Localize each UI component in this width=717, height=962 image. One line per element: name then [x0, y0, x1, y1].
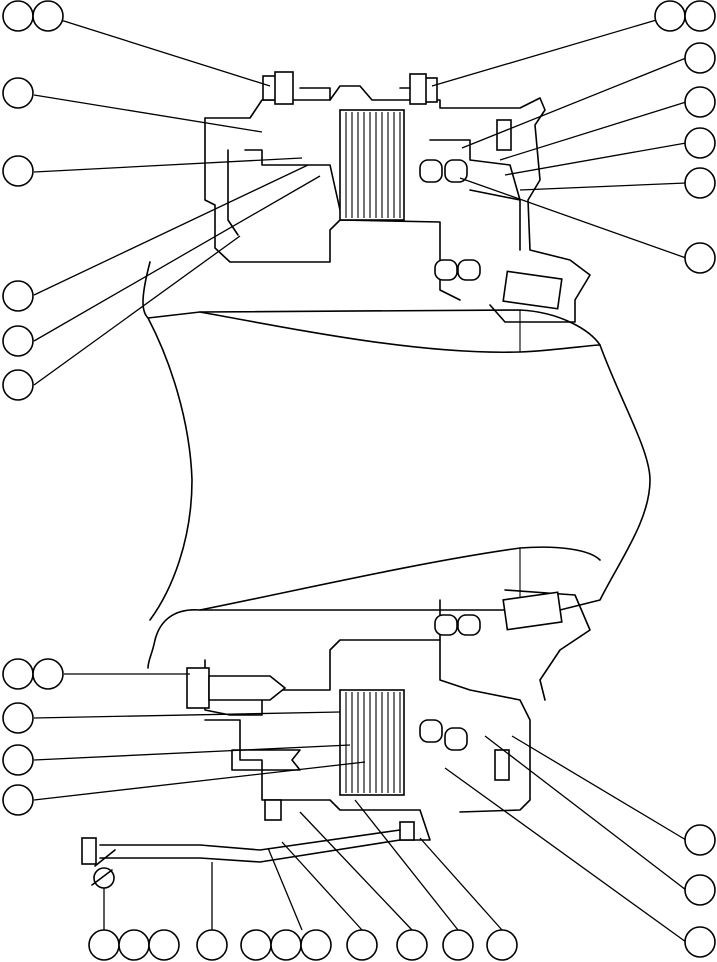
callout-bubble[interactable]	[2, 77, 34, 109]
callout-bubble[interactable]	[32, 0, 64, 32]
lower-disc-pack	[339, 689, 405, 796]
callout-bubble[interactable]	[2, 744, 34, 776]
upper-brake-assembly	[204, 71, 591, 323]
callout-bubble[interactable]	[300, 929, 332, 961]
callout-leaders	[33, 15, 687, 943]
callout-bubble[interactable]	[2, 702, 34, 734]
callout-bubble[interactable]	[396, 929, 428, 961]
callout-bubble[interactable]	[2, 658, 34, 690]
callout-bubble[interactable]	[2, 155, 34, 187]
callout-bubble[interactable]	[684, 824, 716, 856]
callout-bubble[interactable]	[32, 658, 64, 690]
callout-bubble[interactable]	[196, 929, 228, 961]
callout-bubble[interactable]	[442, 929, 474, 961]
callout-bubble[interactable]	[684, 242, 716, 274]
upper-disc-pack	[339, 109, 405, 221]
callout-bubble[interactable]	[684, 127, 716, 159]
callout-bubble[interactable]	[2, 0, 34, 32]
callout-bubble[interactable]	[2, 325, 34, 357]
callout-bubble[interactable]	[684, 86, 716, 118]
callout-bubble[interactable]	[88, 929, 120, 961]
callout-bubble[interactable]	[2, 280, 34, 312]
callout-bubble[interactable]	[2, 784, 34, 816]
callout-bubble[interactable]	[486, 929, 518, 961]
callout-bubble[interactable]	[148, 929, 180, 961]
callout-bubble[interactable]	[684, 0, 716, 32]
callout-bubble[interactable]	[684, 874, 716, 906]
callout-bubble[interactable]	[2, 369, 34, 401]
callout-bubble[interactable]	[684, 42, 716, 74]
callout-bubble[interactable]	[684, 926, 716, 958]
callout-bubble[interactable]	[240, 929, 272, 961]
callout-bubble[interactable]	[270, 929, 302, 961]
callout-bubble[interactable]	[684, 167, 716, 199]
axle-housing	[142, 261, 651, 669]
lower-brake-assembly	[81, 589, 591, 889]
callout-bubble[interactable]	[654, 0, 686, 32]
callout-bubble[interactable]	[346, 929, 378, 961]
callout-bubble[interactable]	[118, 929, 150, 961]
